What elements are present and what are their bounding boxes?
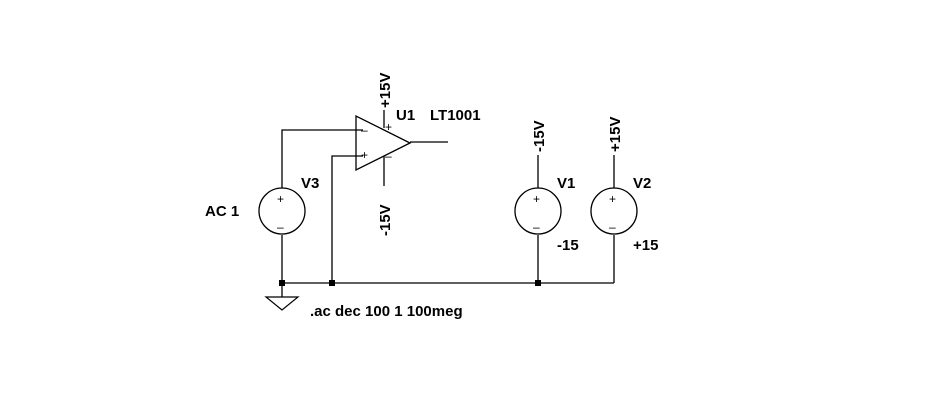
source-v1-minus-sign: –: [533, 220, 540, 234]
opamp-inverting-sign: –: [361, 123, 368, 137]
source-v2-ref-label[interactable]: V2: [633, 175, 651, 192]
source-v2-circle-icon: [590, 187, 638, 235]
source-v3-minus-sign: –: [277, 220, 284, 234]
opamp-u1[interactable]: – + + –: [355, 114, 412, 172]
opamp-supply-minus-sign: –: [385, 149, 392, 163]
spice-directive[interactable]: .ac dec 100 1 100meg: [310, 303, 463, 320]
source-v2[interactable]: + –: [590, 187, 638, 235]
source-v1-net-label[interactable]: -15V: [531, 120, 548, 152]
junction-dot-v1: [535, 280, 541, 286]
wire-inverting-input: [281, 129, 363, 188]
source-v3-circle-icon: [258, 187, 306, 235]
opamp-vminus-net-label[interactable]: -15V: [377, 204, 394, 236]
ground-icon[interactable]: [264, 296, 300, 311]
source-v2-value-label[interactable]: +15: [633, 237, 658, 254]
source-v1[interactable]: + –: [514, 187, 562, 235]
source-v3[interactable]: + –: [258, 187, 306, 235]
wires: [281, 110, 615, 284]
source-v1-plus-sign: +: [533, 192, 540, 206]
source-v3-plus-sign: +: [277, 192, 284, 206]
source-v1-ref-label[interactable]: V1: [557, 175, 575, 192]
source-v2-plus-sign: +: [609, 192, 616, 206]
source-v3-value-label[interactable]: AC 1: [205, 203, 239, 220]
source-v2-minus-sign: –: [609, 220, 616, 234]
source-v2-net-label[interactable]: +15V: [607, 117, 624, 152]
opamp-vplus-net-label[interactable]: +15V: [377, 73, 394, 108]
junction-dot-noninv: [329, 280, 335, 286]
opamp-noninverting-sign: +: [361, 148, 368, 162]
opamp-model-label[interactable]: LT1001: [430, 107, 481, 124]
opamp-supply-plus-sign: +: [385, 120, 392, 134]
opamp-ref-label[interactable]: U1: [396, 107, 415, 124]
source-v3-ref-label[interactable]: V3: [301, 175, 319, 192]
wire-noninverting-input: [331, 155, 363, 283]
opamp-triangle-icon: [355, 114, 412, 172]
source-v1-value-label[interactable]: -15: [557, 237, 579, 254]
source-v1-circle-icon: [514, 187, 562, 235]
